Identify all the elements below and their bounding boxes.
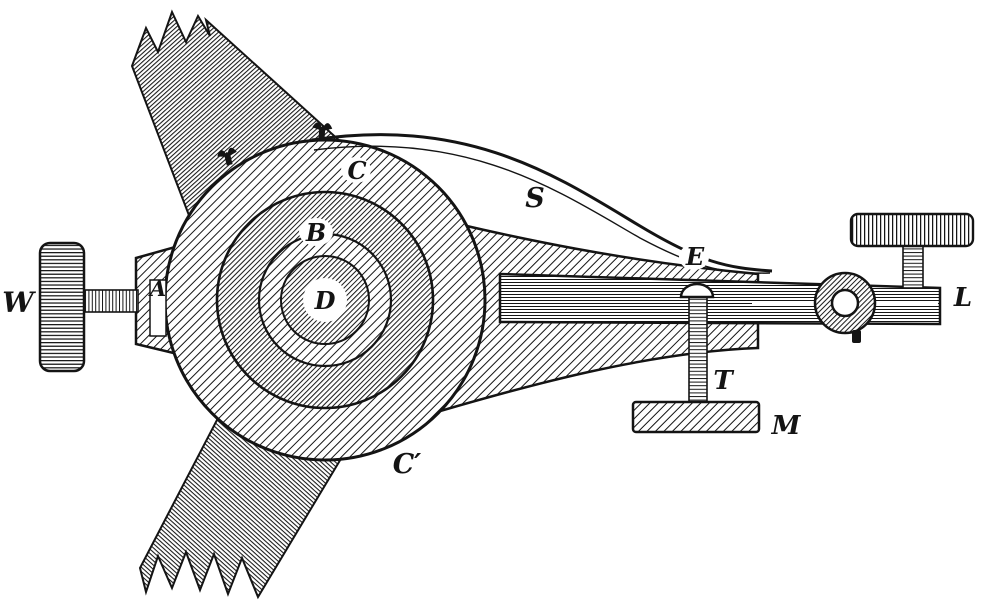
wing-screw-icon [217,147,237,166]
label-d: D [314,286,336,315]
label-s: S [525,183,545,214]
figure-labels: W A B C C′ D S E T M L [2,156,972,480]
knurled-wheel-w [38,241,86,373]
slot-a [149,279,167,337]
halo-c [341,157,371,183]
halo-b [299,218,333,246]
label-t: T [713,366,734,396]
label-e: E [685,242,705,271]
label-l: L [953,283,972,313]
label-c-prime: C′ [393,449,422,480]
lever-arm [498,271,942,343]
clamp-screw-left [217,147,237,166]
lower-support-arm [138,416,347,600]
label-b: B [305,218,326,247]
label-halos [299,157,736,393]
label-w: W [2,286,36,319]
label-m: M [771,411,802,441]
circular-plate [163,138,487,462]
adjusting-screw [631,282,761,434]
screw-stem-t [688,295,708,407]
binding-knob [849,212,975,289]
boss-pin [852,330,861,343]
lever-boss-hole [830,288,860,318]
clamp-screw-right [312,122,333,140]
spring-blade-top [311,133,773,273]
halo-t [708,367,736,393]
center-d-face [303,278,347,322]
wing-screw-icon [312,122,333,140]
knob-shaft [902,245,924,289]
label-c: C [347,156,366,185]
knob-head [849,212,975,248]
screw-head-e [679,282,715,299]
label-a: A [148,276,166,301]
halo-e [679,244,709,270]
wheel-w-assembly [38,241,139,373]
wheel-shaft [83,289,139,313]
spring-s [311,133,773,274]
lower-arm-shape [138,416,347,600]
thumb-nut-m [631,400,761,434]
spring-blade-bottom [313,145,771,274]
